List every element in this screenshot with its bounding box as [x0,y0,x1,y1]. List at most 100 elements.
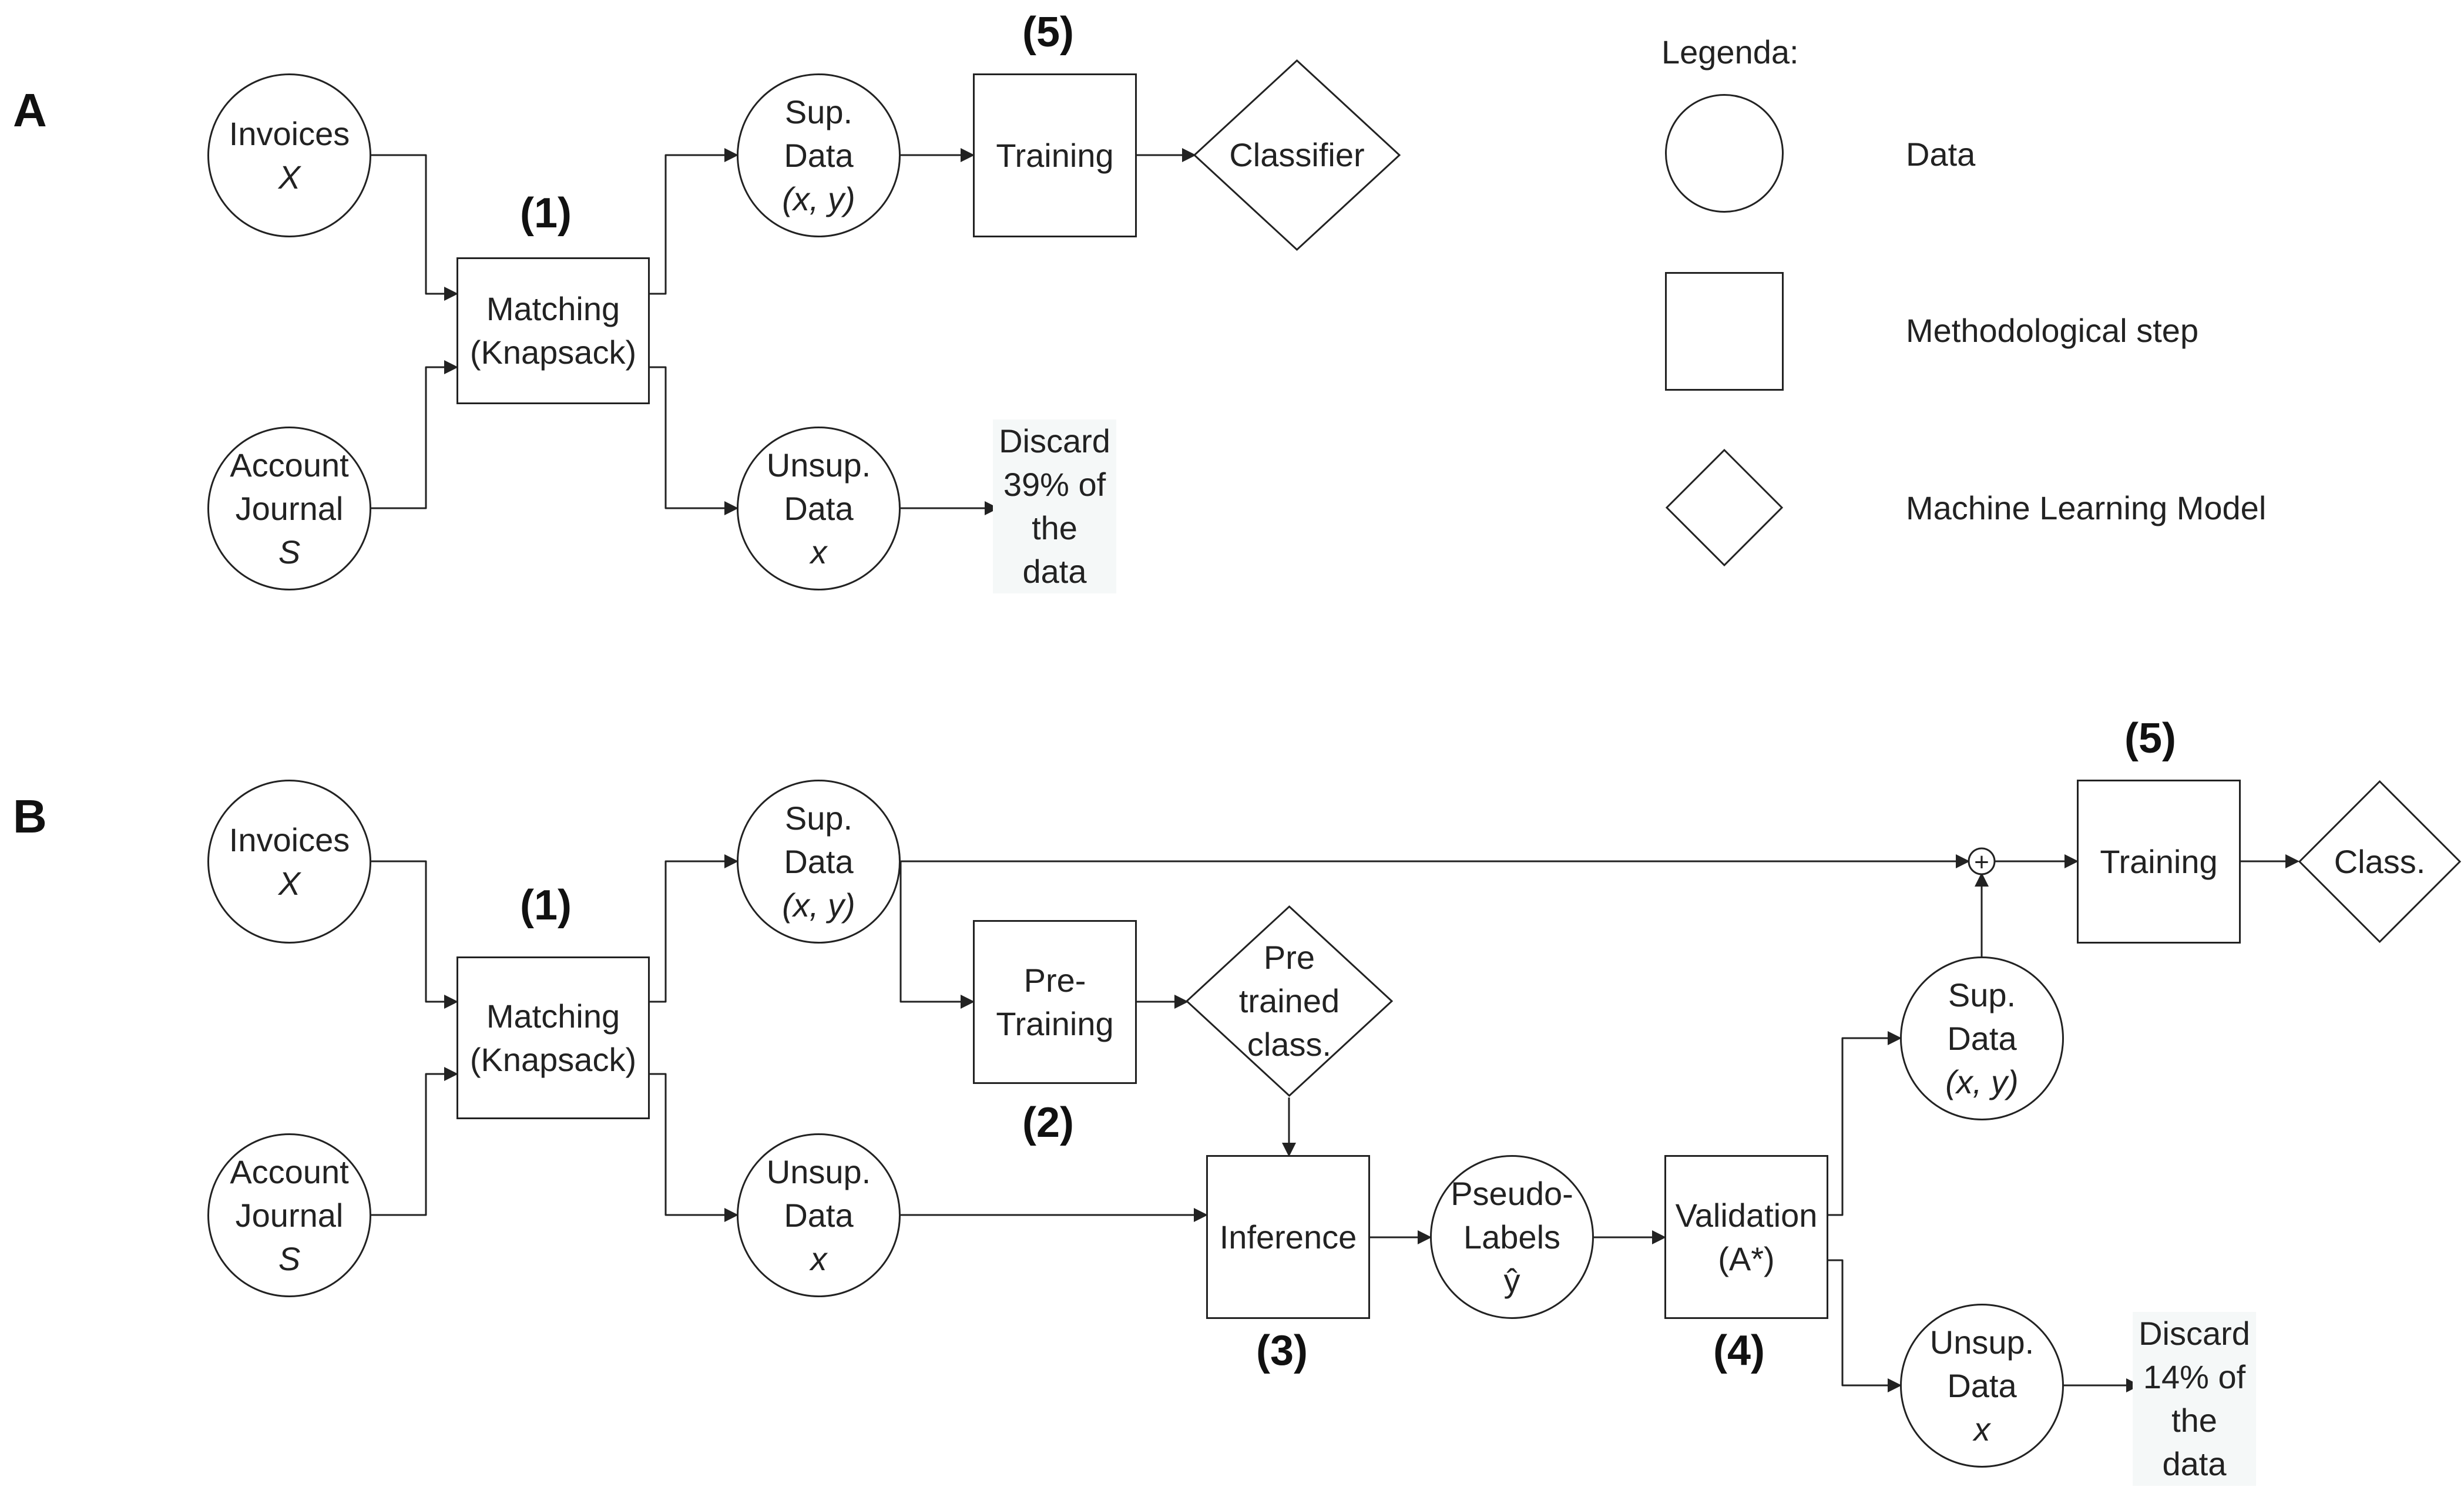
b-pseudo-labels-symbol: ŷ [1503,1261,1520,1299]
b-sup-data-label-1: Sup. [784,799,853,837]
legend-step-label: Methodological step [1906,312,2199,349]
b-pre-training-label-2: Training [996,1005,1114,1042]
a-classifier-label: Classifier [1229,136,1365,173]
b-discard-line-4: data [2162,1445,2227,1482]
a-edge-matching-supdata [650,148,738,295]
legend-model-icon [1665,448,1784,567]
section-label-a: A [13,84,47,136]
b-plus-node [1968,847,1996,875]
section-label-b: B [13,790,47,842]
b-unsup-data-label-2: Data [784,1196,854,1234]
b-matching-node: Matching (Knapsack) [456,956,650,1119]
a-sup-data-symbol: (x, y) [782,180,855,217]
b-training-label: Training [2100,842,2218,880]
b-sup-data-2-label-1: Sup. [1948,976,2016,1013]
b-pretrained-class-node: Pre trained class. [1185,905,1394,1097]
a-training-node: Training [973,73,1137,237]
legend-step-icon [1665,272,1784,391]
b-plus-symbol: + [1974,848,1989,877]
b-class-node: Class. [2298,780,2462,944]
b-validation-label-2: (A*) [1718,1240,1775,1277]
a-unsup-data-symbol: x [810,533,827,570]
a-invoices-node: Invoices X [207,73,371,237]
a-discard-line-3: the [1032,509,1077,546]
a-invoices-label: Invoices [229,115,350,152]
b-pseudo-labels-label-1: Pseudo- [1451,1174,1573,1212]
b-journal-label-1: Account [230,1153,349,1190]
a-matching-label-1: Matching [486,290,620,327]
b-unsup-data-node: Unsup. Data x [737,1133,901,1297]
b-unsup-data-symbol: x [810,1240,827,1277]
a-discard-line-4: data [1022,553,1087,590]
b-sup-data-2-node: Sup. Data (x, y) [1900,956,2064,1120]
b-pretrained-label-1: Pre [1263,939,1315,976]
b-inference-label: Inference [1219,1218,1357,1256]
b-step-2: (2) [1022,1099,1074,1146]
b-sup-data-symbol: (x, y) [782,886,855,924]
b-matching-label-1: Matching [486,997,620,1035]
b-pre-training-label-1: Pre- [1023,961,1086,999]
b-invoices-label: Invoices [229,821,350,858]
a-discard-line-1: Discard [999,422,1110,459]
a-sup-data-label-2: Data [784,136,854,174]
b-sup-data-2-symbol: (x, y) [1945,1063,2019,1100]
b-step-4: (4) [1713,1327,1765,1374]
b-journal-symbol: S [278,1240,301,1277]
a-journal-label-1: Account [230,446,349,484]
a-step-1: (1) [520,190,572,237]
a-sup-data-node: Sup. Data (x, y) [737,73,901,237]
b-journal-node: Account Journal S [207,1133,371,1297]
b-unsup-data-2-node: Unsup. Data x [1900,1304,2064,1468]
b-edge-invoices-matching [371,860,458,1009]
b-class-label: Class. [2334,842,2426,880]
b-step-1: (1) [520,882,572,929]
b-edge-matching-unsupdata [650,1073,738,1222]
b-edge-matching-supdata [650,854,738,1003]
b-pseudo-labels-node: Pseudo- Labels ŷ [1430,1155,1594,1319]
b-pretrained-label-2: trained [1238,982,1340,1019]
a-sup-data-label-1: Sup. [784,93,853,130]
b-inference-node: Inference [1206,1155,1370,1319]
b-invoices-node: Invoices X [207,780,371,944]
a-unsup-data-node: Unsup. Data x [737,427,901,590]
legend-data-icon [1665,94,1784,213]
b-edge-journal-matching [371,1067,458,1216]
b-journal-label-2: Journal [235,1196,344,1234]
a-invoices-symbol: X [278,158,301,196]
b-discard-line-3: the [2171,1402,2217,1439]
a-journal-label-2: Journal [235,489,344,527]
a-journal-symbol: S [278,533,301,570]
a-journal-node: Account Journal S [207,427,371,590]
a-training-label: Training [996,136,1114,174]
a-discard-line-2: 39% of [1003,466,1106,503]
b-validation-node: Validation (A*) [1664,1155,1828,1319]
b-unsup-data-2-symbol: x [1973,1410,1990,1448]
a-edge-invoices-matching [371,154,458,301]
b-pre-training-node: Pre- Training [973,920,1137,1084]
b-unsup-data-2-label-1: Unsup. [1929,1323,2035,1361]
a-edge-journal-matching [371,360,458,509]
b-sup-data-2-label-2: Data [1947,1019,2017,1057]
b-matching-label-2: (Knapsack) [469,1040,637,1078]
b-step-3: (3) [1256,1327,1308,1374]
b-discard-line-1: Discard [2139,1315,2250,1352]
b-discard-line-2: 14% of [2143,1358,2246,1395]
legend-data-label: Data [1906,136,1976,173]
b-invoices-symbol: X [278,864,301,902]
a-step-5: (5) [1022,9,1074,56]
b-pretrained-label-3: class. [1247,1026,1332,1063]
legend-model-label: Machine Learning Model [1906,489,2267,526]
b-edge-supdata-pretraining [899,861,975,1009]
b-step-5: (5) [2124,715,2176,762]
b-sup-data-node: Sup. Data (x, y) [737,780,901,944]
b-pseudo-labels-label-2: Labels [1463,1218,1561,1256]
a-edge-matching-unsupdata [650,366,738,515]
a-classifier-node: Classifier [1193,59,1401,251]
a-matching-node: Matching (Knapsack) [456,257,650,404]
a-matching-label-2: (Knapsack) [469,334,637,371]
b-edge-validation-supdata2 [1828,1031,1902,1216]
b-training-node: Training [2077,780,2241,944]
b-unsup-data-2-label-2: Data [1947,1367,2017,1404]
